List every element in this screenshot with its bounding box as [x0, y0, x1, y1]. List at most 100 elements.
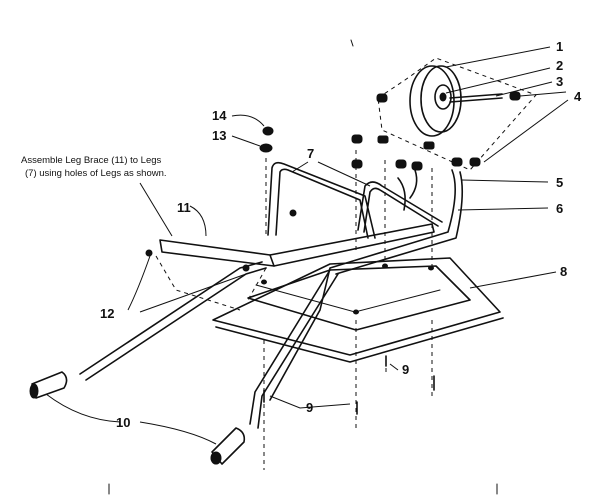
leader-9b — [269, 395, 351, 409]
front-frame — [269, 169, 464, 401]
leg-cap-end — [210, 451, 222, 465]
hardware-nuts — [145, 91, 521, 272]
callout-4: 4 — [574, 89, 582, 104]
frame-rail-front-edge — [335, 171, 464, 275]
edge-tick — [350, 39, 354, 47]
leader-9a — [389, 363, 399, 371]
leg-brace — [159, 223, 435, 267]
leg-brace-rail — [269, 223, 435, 267]
leader-8 — [469, 271, 557, 289]
leader-12a — [127, 255, 151, 311]
nut-icon — [395, 159, 407, 169]
callout-1: 1 — [556, 39, 563, 54]
callout-8: 8 — [560, 264, 567, 279]
leader-1 — [445, 46, 551, 68]
note-leader — [139, 182, 173, 237]
nut-icon — [411, 161, 423, 171]
leg-cap-left — [29, 371, 68, 399]
note-line-1: Assemble Leg Brace (11) to Legs — [21, 155, 162, 166]
legs-frame — [267, 161, 443, 239]
tray-hole — [428, 265, 434, 271]
wheel-bearing — [439, 92, 447, 102]
leader-6 — [457, 207, 549, 211]
tray-rim-edge — [215, 317, 504, 363]
bolt-head-icon — [377, 135, 389, 144]
leader-12b — [139, 273, 247, 313]
rear-leg-right-edge — [257, 273, 339, 429]
tray-inner — [247, 265, 471, 331]
bolts-9 — [263, 355, 435, 415]
leader-5 — [461, 179, 549, 183]
wheel-tire-face — [420, 65, 462, 133]
callout-13: 13 — [212, 128, 226, 143]
leg-right-upper — [357, 181, 443, 231]
leg-cap-body — [31, 371, 68, 399]
bolt-icon — [145, 249, 153, 257]
nut-icon — [351, 134, 363, 144]
leader-4b — [483, 99, 569, 163]
leg-brace-bar — [159, 239, 275, 267]
rear-leg-left-edge — [85, 267, 267, 381]
callout-2: 2 — [556, 58, 563, 73]
leg-left-upper-edge — [275, 168, 369, 239]
leader-7a — [291, 161, 309, 173]
leader-4a — [519, 91, 567, 97]
nut-icon — [451, 157, 463, 167]
callout-leaders — [45, 46, 569, 445]
callout-11: 11 — [177, 200, 191, 215]
callout-5: 5 — [556, 175, 563, 190]
callout-10: 10 — [116, 415, 130, 430]
axle-bolt — [449, 93, 503, 99]
wheel-tire-outer — [409, 65, 455, 137]
leg-bracket — [397, 177, 406, 211]
leg-cap-right — [210, 427, 246, 465]
bolt-head-icon — [423, 141, 435, 150]
callout-6: 6 — [556, 201, 563, 216]
callout-9-right: 9 — [402, 362, 409, 377]
leg-right-upper-edge — [363, 187, 439, 233]
nut-icon — [509, 91, 521, 101]
tray — [212, 257, 504, 363]
tray-rim — [212, 257, 501, 356]
frame-rail-front — [269, 169, 456, 401]
leg-left-upper — [267, 161, 376, 239]
callout-9-left: 9 — [306, 400, 313, 415]
callout-numbers: 1 2 3 4 5 6 7 8 9 9 10 11 12 13 14 — [100, 39, 582, 430]
rear-legs — [29, 261, 339, 465]
callout-3: 3 — [556, 74, 563, 89]
callout-7: 7 — [307, 146, 314, 161]
leg-cap-body — [211, 427, 246, 465]
leader-10a — [45, 393, 121, 423]
assembly-note: Assemble Leg Brace (11) to Legs (7) usin… — [21, 155, 173, 237]
rear-leg-right — [249, 269, 331, 425]
nut-icon — [351, 159, 363, 169]
note-line-2: (7) using holes of Legs as shown. — [25, 168, 167, 179]
construction-lines — [155, 150, 433, 470]
construction-line — [247, 267, 267, 301]
bolt-icon — [289, 209, 297, 217]
leader-10b — [139, 421, 217, 445]
leg-cap-end — [29, 383, 39, 399]
leg-bracket-edge — [409, 169, 418, 199]
tray-hole — [353, 309, 359, 315]
callout-12: 12 — [100, 306, 114, 321]
tray-hole — [261, 279, 267, 285]
leader-11 — [189, 205, 207, 237]
tray-hole — [382, 263, 388, 269]
leader-13 — [231, 135, 261, 147]
washer-icon — [262, 126, 274, 136]
axle-bolt-edge — [449, 97, 503, 103]
rear-leg-left — [79, 261, 263, 375]
leader-2 — [445, 67, 551, 94]
leader-3 — [495, 81, 553, 97]
nut-icon — [259, 143, 273, 153]
nut-icon — [376, 93, 388, 103]
leader-7b — [317, 161, 371, 187]
leader-14 — [231, 114, 265, 127]
wheel-hub — [434, 84, 452, 110]
axle-assembly-outline — [377, 57, 537, 171]
nut-icon — [469, 157, 481, 167]
wheel — [409, 65, 503, 137]
callout-14: 14 — [212, 108, 227, 123]
